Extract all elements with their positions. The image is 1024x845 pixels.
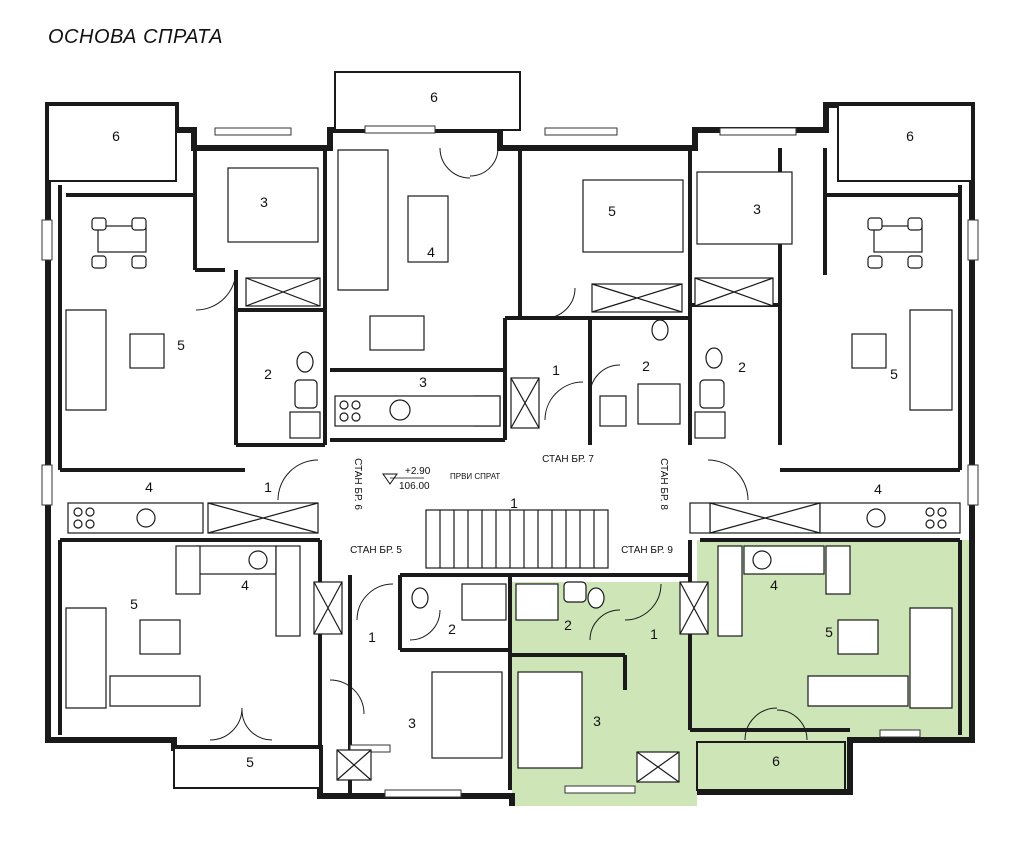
apartment-label: СТАН БР. 5 <box>350 545 402 556</box>
room-label: 1 <box>552 362 560 378</box>
room-label: 3 <box>408 715 416 731</box>
ventilation-shafts <box>207 277 821 783</box>
room-label: 5 <box>825 624 833 640</box>
room-label: 6 <box>112 128 120 144</box>
balconies <box>47 71 973 791</box>
kitchen-counters <box>67 395 961 637</box>
level-marker-icon <box>382 473 398 485</box>
room-label: 1 <box>650 626 658 642</box>
room-label: 2 <box>448 621 456 637</box>
plan-title: ОСНОВА СПРАТА <box>48 26 224 48</box>
apartment-label: СТАН БР. 8 <box>658 458 669 510</box>
apartment-label: СТАН БР. 7 <box>542 454 594 465</box>
room-label: 2 <box>264 366 272 382</box>
room-label: 2 <box>642 358 650 374</box>
room-label: 1 <box>264 479 272 495</box>
furniture <box>65 149 953 769</box>
room-label: 4 <box>874 481 882 497</box>
room-label: 1 <box>368 629 376 645</box>
room-label: 4 <box>145 479 153 495</box>
room-label: 3 <box>593 713 601 729</box>
apartment-label: СТАН БР. 6 <box>352 458 363 510</box>
room-label: 5 <box>130 596 138 612</box>
door-swings <box>195 147 808 741</box>
room-label: 5 <box>890 366 898 382</box>
windows <box>41 125 979 798</box>
room-label: 3 <box>753 201 761 217</box>
room-label: 5 <box>177 337 185 353</box>
room-label: 2 <box>738 359 746 375</box>
room-label: 3 <box>260 194 268 210</box>
room-label: 4 <box>427 244 435 260</box>
room-label: 6 <box>430 89 438 105</box>
floor-label: ПРВИ СПРАТ <box>450 472 500 481</box>
room-label: 2 <box>564 617 572 633</box>
room-label: 5 <box>608 203 616 219</box>
room-label: 3 <box>419 374 427 390</box>
room-label: 4 <box>770 577 778 593</box>
staircase <box>425 509 609 569</box>
selected-apartment-highlight[interactable] <box>512 540 972 806</box>
room-label: 5 <box>246 754 254 770</box>
room-label: 6 <box>772 753 780 769</box>
bathroom-fixtures <box>289 319 726 621</box>
room-label: 6 <box>906 128 914 144</box>
level-elevation: +2.90 <box>405 466 431 477</box>
apartment-label: СТАН БР. 9 <box>621 545 673 556</box>
room-label: 1 <box>510 495 518 511</box>
room-label: 4 <box>241 577 249 593</box>
level-altitude: 106.00 <box>399 481 430 492</box>
